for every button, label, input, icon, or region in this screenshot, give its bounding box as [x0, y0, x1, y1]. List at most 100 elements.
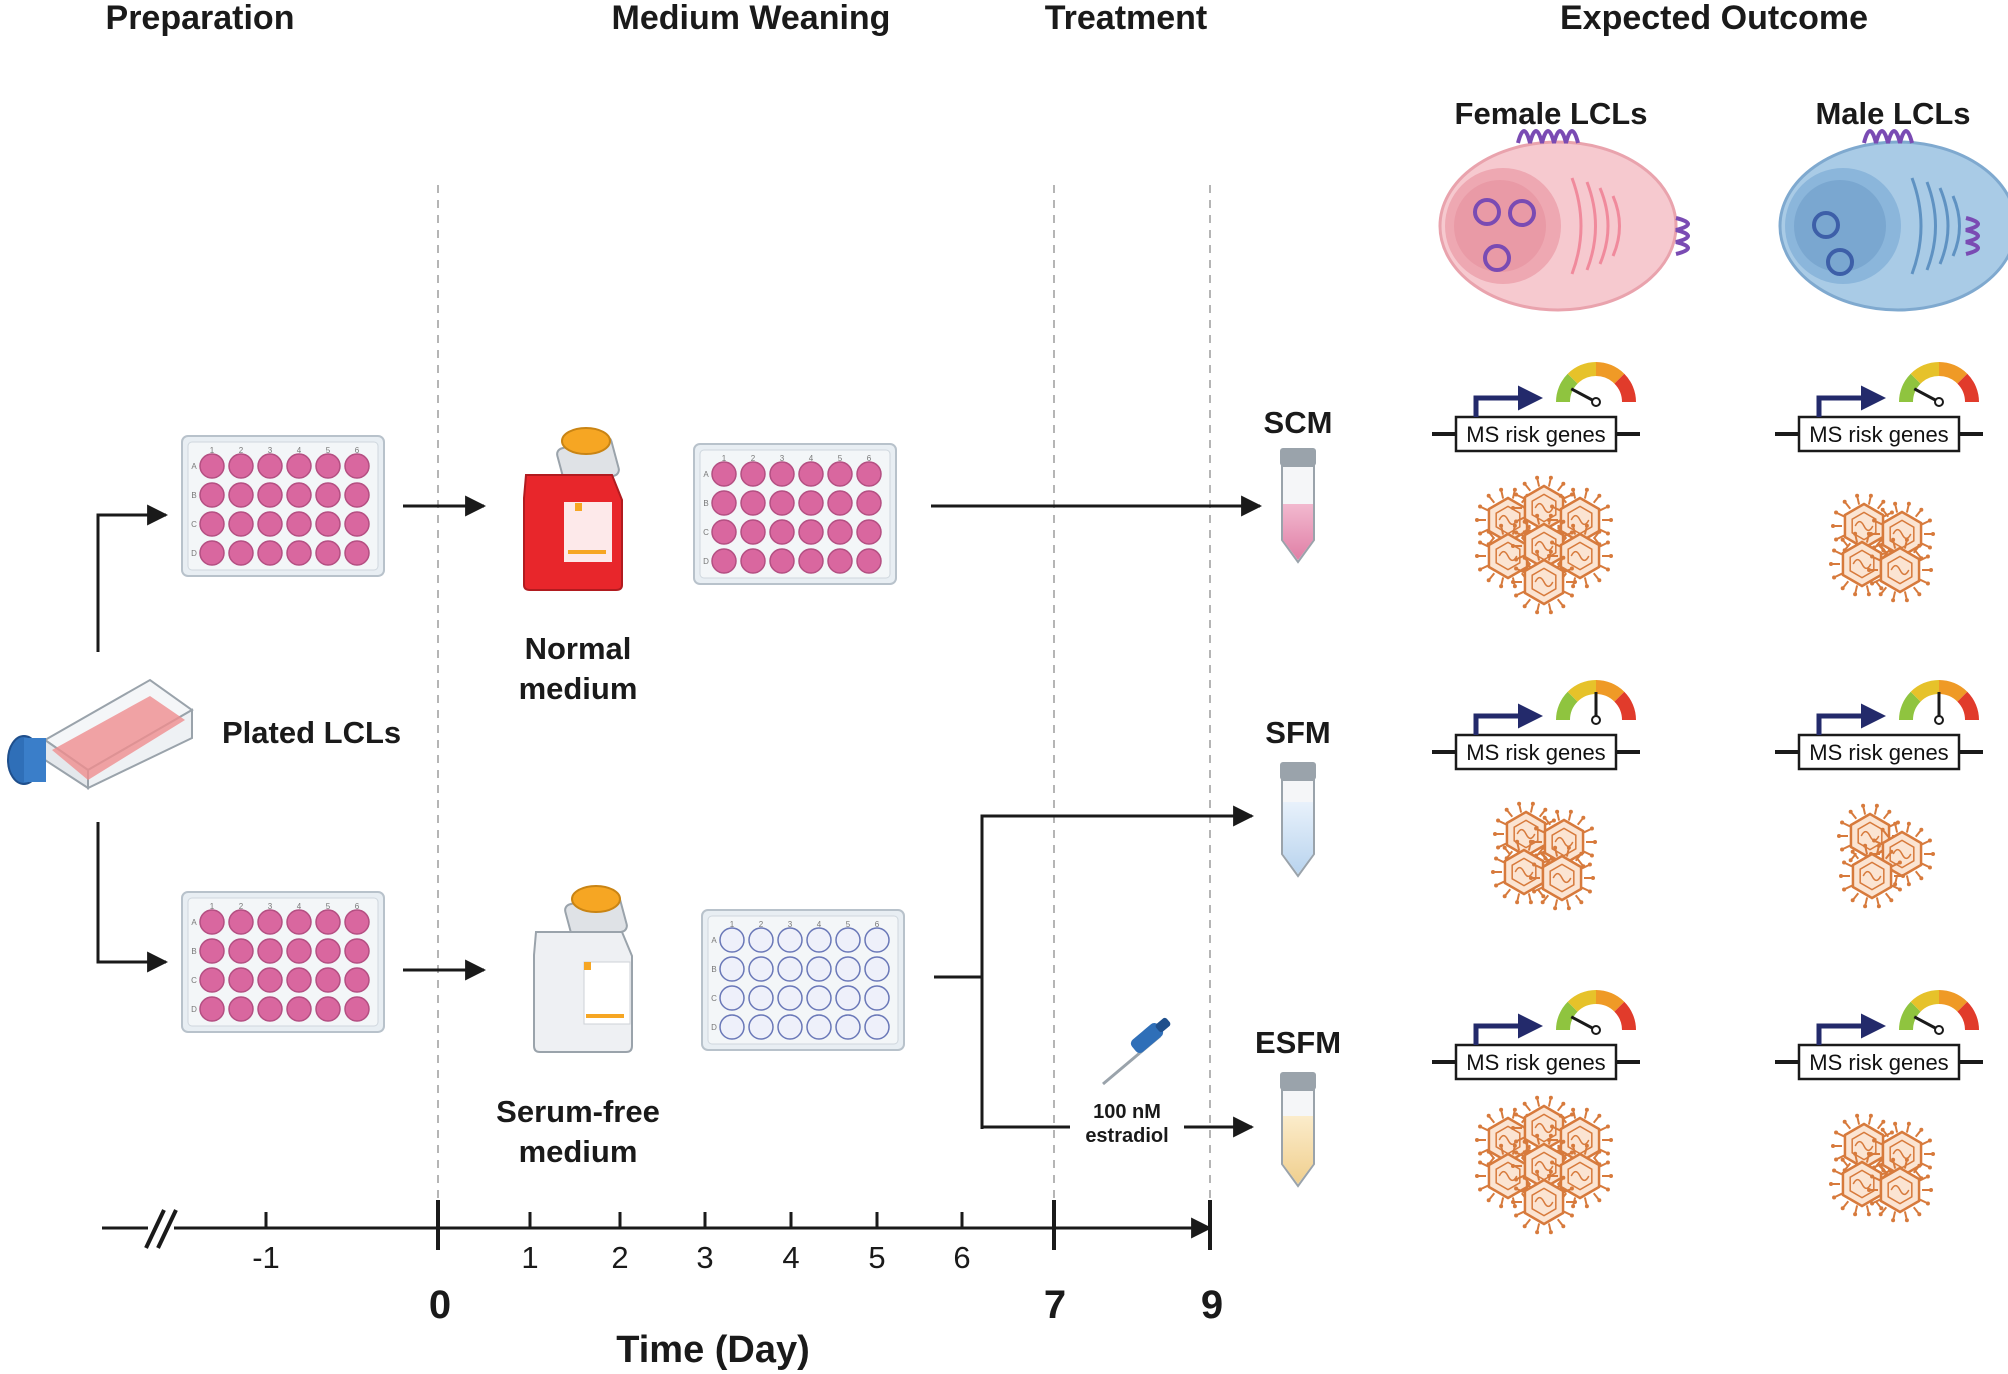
- virion-icon: [1511, 1169, 1577, 1235]
- plate-well: [748, 985, 774, 1011]
- virion-cluster-female-sfm: [1491, 801, 1597, 911]
- plate-column-label: 2: [239, 446, 244, 455]
- virion-cluster-male-sfm: [1837, 803, 1935, 909]
- gene-box-label: MS risk genes: [1809, 740, 1948, 765]
- plate-well: [286, 482, 312, 508]
- tick-label-7: 7: [1044, 1283, 1066, 1327]
- plate-row-label: C: [703, 528, 709, 537]
- plate-well: [740, 519, 766, 545]
- gauge-segment: [1556, 1001, 1578, 1030]
- plate-row-label: A: [703, 470, 709, 479]
- plate-well: [748, 1014, 774, 1040]
- gene-box-label: MS risk genes: [1466, 740, 1605, 765]
- plate-well: [798, 548, 824, 574]
- plate-well: [769, 490, 795, 516]
- plate-row-label: B: [711, 965, 716, 974]
- gauge-segment: [1556, 691, 1578, 720]
- serum-free-label-line2: medium: [519, 1134, 638, 1169]
- plate-well: [286, 511, 312, 537]
- plate-well: [257, 482, 283, 508]
- plate-well: [806, 1014, 832, 1040]
- virion-icon: [1869, 1121, 1935, 1187]
- plate-column-label: 1: [730, 920, 735, 929]
- virion-icon: [1829, 531, 1895, 597]
- plate-well: [864, 985, 890, 1011]
- plate-well: [257, 909, 283, 935]
- condition-sfm-label: SFM: [1265, 715, 1330, 750]
- normal-medium-bottle-icon: [523, 427, 623, 591]
- gauge-pivot: [1934, 715, 1944, 725]
- virion-cluster-male-scm: [1829, 493, 1935, 603]
- plate-well: [286, 453, 312, 479]
- plate-row-label: B: [191, 491, 196, 500]
- tick-label-3: 3: [696, 1240, 713, 1275]
- plate-well: [344, 453, 370, 479]
- plate-well: [798, 461, 824, 487]
- plate-column-label: 5: [846, 920, 851, 929]
- plate-well: [228, 938, 254, 964]
- plate-well: [827, 490, 853, 516]
- tick-label-4: 4: [782, 1240, 799, 1275]
- expression-gauge-icon: [1556, 362, 1636, 407]
- plate-well: [315, 453, 341, 479]
- plate-row-label: D: [703, 557, 709, 566]
- plate-column-label: 6: [875, 920, 880, 929]
- gauge-segment: [1939, 362, 1968, 384]
- plate-well: [315, 938, 341, 964]
- gauge-segment: [1614, 373, 1636, 402]
- plate-column-label: 4: [809, 454, 814, 463]
- culture-flask-icon: [7, 678, 194, 790]
- plate-column-label: 2: [239, 902, 244, 911]
- plate-well: [856, 519, 882, 545]
- gene-box-label: MS risk genes: [1809, 422, 1948, 447]
- plate-well: [228, 482, 254, 508]
- plate-well: [711, 519, 737, 545]
- gauge-pivot: [1591, 397, 1601, 407]
- plate-well: [257, 967, 283, 993]
- plate-well: [315, 540, 341, 566]
- virion-icon: [1547, 523, 1613, 589]
- plate-well: [827, 461, 853, 487]
- plate-row-label: B: [191, 947, 196, 956]
- gauge-segment: [1567, 680, 1596, 702]
- plate-well: [315, 967, 341, 993]
- virion-icon: [1547, 1107, 1613, 1173]
- expression-gauge-icon: [1556, 990, 1636, 1035]
- header-treatment: Treatment: [1045, 0, 1208, 37]
- promoter-arrow: [1473, 1013, 1543, 1045]
- estradiol-label-line1: 100 nM: [1093, 1101, 1161, 1123]
- plate-well: [711, 490, 737, 516]
- plate-column-label: 1: [722, 454, 727, 463]
- gene-box: [1454, 1043, 1618, 1081]
- gauge-segment: [1899, 1001, 1921, 1030]
- plate-well: [806, 927, 832, 953]
- plate-column-label: 2: [759, 920, 764, 929]
- plate-well: [719, 927, 745, 953]
- plate-well: [199, 909, 225, 935]
- plate-column-label: 3: [268, 902, 273, 911]
- virion-icon: [1511, 549, 1577, 615]
- plate-well: [228, 996, 254, 1022]
- plate-well: [315, 996, 341, 1022]
- plate-well: [864, 1014, 890, 1040]
- plate-row-label: C: [191, 520, 197, 529]
- virion-cluster-female-esfm: [1475, 1095, 1613, 1235]
- virion-cluster-male-esfm: [1829, 1113, 1935, 1223]
- plate-column-label: 3: [268, 446, 273, 455]
- plate-well: [798, 519, 824, 545]
- gauge-segment: [1556, 373, 1578, 402]
- header-medium-weaning: Medium Weaning: [612, 0, 891, 37]
- gene-box: [1797, 733, 1961, 771]
- timeline-break-mark-2: [156, 1209, 178, 1249]
- promoter-arrow: [1816, 1013, 1886, 1045]
- promoter-arrow: [1816, 703, 1886, 735]
- plate-column-label: 4: [297, 902, 302, 911]
- plate-well: [344, 482, 370, 508]
- timeline-break-mark-1: [144, 1209, 166, 1249]
- plate-well: [344, 938, 370, 964]
- serum-free-bottle-icon: [533, 885, 633, 1053]
- gauge-segment: [1899, 691, 1921, 720]
- plate-well: [856, 490, 882, 516]
- virion-icon: [1839, 843, 1905, 909]
